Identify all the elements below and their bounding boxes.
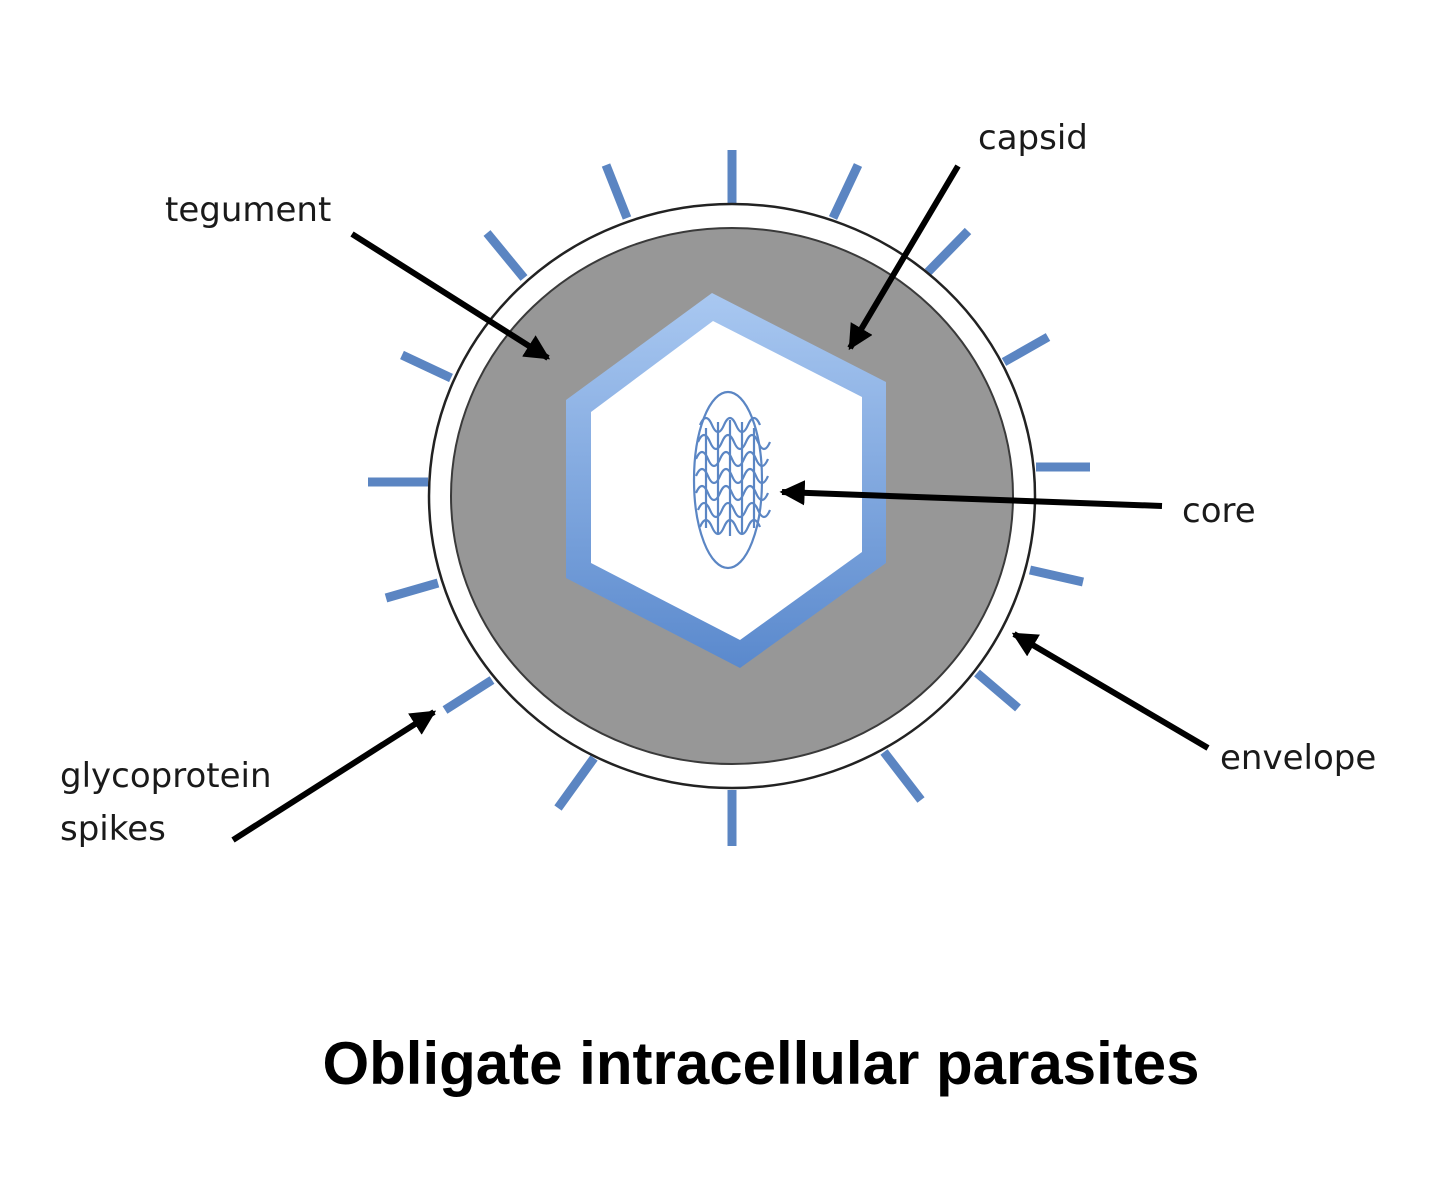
capsid-arrow — [847, 164, 961, 351]
spike — [554, 755, 598, 811]
glycoprotein-label-line1: glycoprotein — [60, 756, 272, 796]
core-coil — [692, 390, 772, 570]
capsid-interior — [591, 321, 862, 640]
pointer-arrows — [231, 164, 1210, 843]
core-label: core — [1182, 491, 1256, 531]
spike — [483, 230, 528, 281]
envelope-arrow — [1011, 631, 1210, 751]
spike — [384, 578, 440, 603]
core-arrow — [779, 480, 1163, 509]
glycoprotein-arrow — [231, 709, 437, 843]
page-title: Obligate intracellular parasites — [322, 1030, 1199, 1097]
spike — [1001, 333, 1051, 366]
glycoprotein-label-line2: spikes — [60, 809, 166, 849]
capsid-label: capsid — [978, 118, 1088, 158]
spike — [1029, 565, 1084, 587]
spike — [880, 749, 925, 803]
tegument-label: tegument — [165, 190, 331, 230]
spike — [924, 227, 972, 276]
glycoprotein-spikes — [368, 150, 1090, 846]
spike — [828, 163, 863, 220]
envelope-label: envelope — [1220, 738, 1376, 778]
tegument-arrow — [350, 231, 551, 361]
spike — [974, 669, 1021, 712]
spike — [601, 163, 632, 220]
spike — [400, 350, 453, 383]
spike — [442, 676, 495, 714]
